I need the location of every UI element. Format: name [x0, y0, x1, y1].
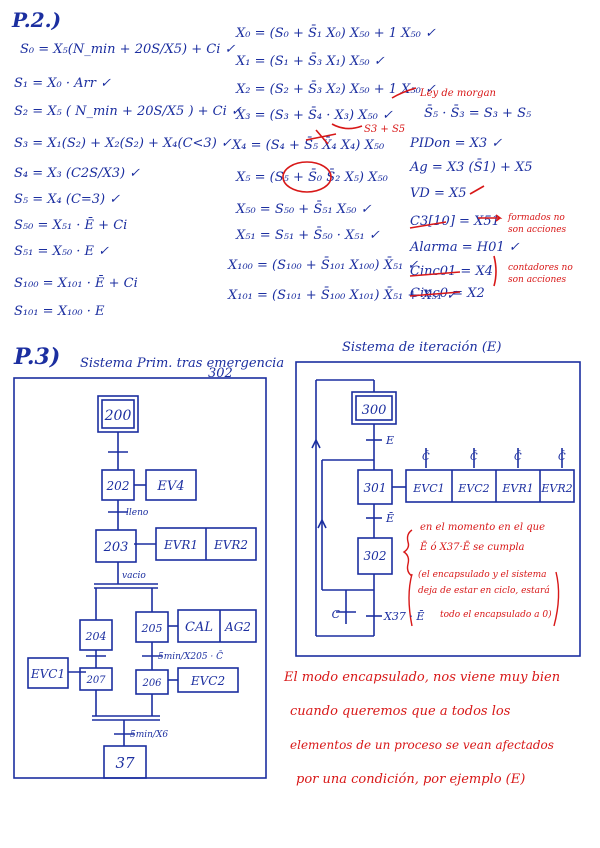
step-300: 300 — [362, 403, 387, 418]
step-203: 203 — [103, 540, 129, 555]
step-200: 200 — [104, 408, 132, 424]
red-paragraph-line-1: cuando queremos que a todos los — [290, 704, 510, 719]
red-note-line-3: deja de estar en ciclo, estará — [418, 586, 550, 596]
red-paragraph-line-0: El modo encapsulado, nos viene muy bien — [284, 670, 560, 685]
transition-cbar-4: C̄ — [558, 451, 566, 463]
transition-x37: X37 · Ē — [383, 610, 424, 623]
action-evr2: EVR2 — [213, 538, 248, 552]
step-204: 204 — [85, 630, 107, 643]
action-r-evr1: EVR1 — [501, 482, 533, 495]
action-r-evc1: EVC1 — [412, 482, 444, 495]
transition-c: C — [332, 608, 341, 621]
action-evr1: EVR1 — [163, 538, 198, 552]
action-ag2: AG2 — [224, 620, 251, 634]
transition-cbar-1: C̄ — [422, 451, 430, 463]
action-evc2: EVC2 — [190, 674, 225, 688]
red-note-line-0: en el momento en el que — [420, 522, 545, 533]
action-evc1: EVC1 — [30, 667, 65, 681]
step-302: 302 — [364, 549, 387, 563]
step-205: 205 — [141, 622, 163, 635]
step-207: 207 — [85, 675, 106, 686]
step-37: 37 — [115, 754, 135, 772]
transition-37: 5min/X6 — [130, 730, 168, 740]
red-paragraph-line-2: elementos de un proceso se vean afectado… — [290, 738, 554, 752]
step-202: 202 — [106, 479, 130, 493]
step-301: 301 — [364, 481, 387, 495]
red-note-line-1: Ē ó X37·Ē se cumpla — [420, 542, 525, 553]
red-paragraph-line-3: por una condición, por ejemplo (E) — [296, 772, 525, 787]
red-note-line-2: (el encapsulado y el sistema — [418, 570, 547, 580]
transition-ebar: Ē — [385, 512, 394, 525]
red-note-line-4: todo el encapsulado a 0) — [440, 610, 552, 620]
transition-cbar-2: C̄ — [470, 451, 478, 463]
step-206: 206 — [141, 678, 162, 689]
action-cal: CAL — [185, 620, 213, 635]
transition-lleno: lleno — [126, 508, 149, 518]
action-r-evc2: EVC2 — [457, 482, 489, 495]
transition-vacio: vacio — [122, 571, 146, 581]
action-ev4: EV4 — [156, 479, 184, 494]
transition-e: E — [385, 434, 394, 447]
action-r-evr2: EVR2 — [540, 482, 572, 495]
transition-cbar-3: C̄ — [514, 451, 522, 463]
transition-205: 5min/X205 · C̄ — [158, 650, 223, 662]
